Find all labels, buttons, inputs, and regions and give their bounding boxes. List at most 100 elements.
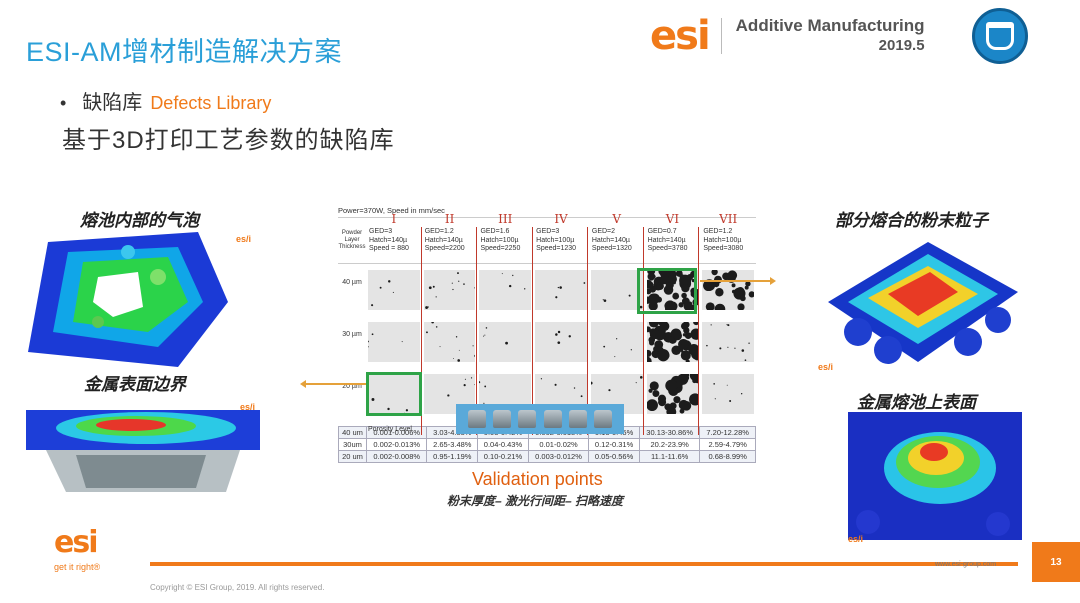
micrograph-row: 40 µm — [338, 264, 756, 316]
porosity-cell: 11.1-11.6% — [638, 450, 701, 463]
sim-image-pool-top — [848, 412, 1022, 540]
micrograph-cell — [646, 322, 699, 362]
column-roman: VII — [719, 212, 738, 226]
brand-block: esi Additive Manufacturing 2019.5 — [650, 16, 925, 56]
footer-logo-text: esi — [54, 525, 98, 560]
micrograph-cell — [368, 270, 420, 310]
row-label: 20 µm — [342, 383, 362, 390]
porosity-cell: 0.003-0.012% — [527, 450, 590, 463]
porosity-cell: 30.13-30.86% — [638, 426, 701, 439]
micrograph-cell — [479, 322, 532, 362]
column-speed: Speed=2250 — [480, 245, 521, 252]
porosity-cell: 0.01-0.02% — [527, 438, 590, 451]
specimen-cylinder — [594, 410, 613, 428]
brand-line1: Additive Manufacturing — [735, 16, 925, 35]
column-hatch: Hatch=140µ — [647, 236, 686, 244]
footer-divider-bar — [150, 562, 1018, 566]
porosity-cell: 0.04-0.43% — [477, 438, 529, 451]
micrograph-cell — [590, 322, 643, 362]
micrograph-cell — [423, 322, 476, 362]
highlight-box-high-porosity — [637, 268, 697, 314]
validation-points-label: Validation points — [472, 469, 603, 489]
row-header-label: Powder Layer Thickness — [338, 230, 366, 250]
parameters-line: 粉末厚度– 激光行间距– 扫略速度 — [447, 494, 624, 508]
arrow-left-icon — [300, 380, 366, 387]
footer-tagline: get it right® — [54, 562, 101, 572]
column-roman: IV — [554, 212, 568, 226]
porosity-cell: 0.002-0.008% — [365, 450, 428, 463]
column-roman: I — [391, 212, 397, 226]
page-number: 13 — [1032, 542, 1080, 582]
sim-image-fused-particles — [818, 232, 1022, 370]
mini-logo: es/i — [240, 402, 256, 412]
porosity-cell: 0.68-8.99% — [699, 450, 756, 463]
column-speed: Speed=3080 — [703, 245, 744, 252]
micrograph-cell — [702, 322, 755, 362]
column-speed: Speed=1230 — [536, 245, 577, 252]
column-roman: V — [612, 212, 622, 226]
micrograph-cell — [702, 374, 755, 414]
column-speed: Speed=1320 — [591, 245, 632, 252]
sim-image-surface — [26, 400, 260, 492]
porosity-layer: 40 um — [338, 426, 367, 439]
porosity-cell: 2.59-4.79% — [699, 438, 756, 451]
micrograph-cell — [702, 270, 755, 310]
micrograph-cell — [479, 270, 532, 310]
column-speed: Speed = 880 — [369, 245, 409, 252]
caption-metal-surface-boundary: 金属表面边界 — [84, 375, 186, 394]
column-roman: II — [444, 212, 455, 226]
footer-copyright: Copyright © ESI Group, 2019. All rights … — [150, 583, 325, 592]
porosity-label: Porosity Level — [368, 426, 412, 433]
column-divider — [698, 227, 700, 435]
specimen-photo — [456, 404, 624, 434]
specimen-cylinder — [467, 410, 486, 428]
porosity-cell: 0.001-0.006% — [365, 426, 428, 439]
porosity-cell: 0.10-0.21% — [477, 450, 529, 463]
slide-title: ESI-AM增材制造解决方案 — [26, 37, 343, 67]
bullet-dot-icon: • — [60, 93, 67, 113]
specimen-cylinder — [518, 410, 537, 428]
bullet-en: Defects Library — [150, 93, 272, 113]
micrograph-cell — [368, 322, 420, 362]
column-ged: GED=3 — [369, 228, 393, 235]
table-row: 20 um 0.002-0.008% 0.95-1.19% 0.10-0.21%… — [338, 450, 756, 463]
bullet-defects-library: • 缺陷库 Defects Library — [60, 86, 271, 115]
micrograph-cell — [535, 270, 587, 310]
column-divider — [476, 227, 478, 435]
column-ged: GED=2 — [591, 228, 616, 235]
column-ged: GED=3 — [536, 228, 560, 235]
porosity-cell: 0.002-0.013% — [365, 438, 428, 451]
row-label: 30 µm — [342, 331, 362, 338]
micrograph-cell — [646, 374, 699, 414]
caption-bubbles-in-pool: 熔池内部的气泡 — [80, 211, 199, 230]
column-divider — [532, 227, 534, 435]
slide-subtitle: 基于3D打印工艺参数的缺陷库 — [62, 127, 395, 154]
sim-image-bubbles — [28, 232, 228, 367]
column-divider — [643, 227, 645, 435]
micrograph-cell — [590, 270, 643, 310]
brand-separator — [720, 18, 722, 54]
defects-table: Power=370W, Speed in mm/sec Powder Layer… — [338, 206, 756, 463]
column-divider — [587, 227, 589, 435]
specimen-cylinder — [568, 410, 587, 428]
mini-logo: es/i — [236, 234, 252, 244]
porosity-cell: 2.65-3.48% — [426, 438, 479, 451]
porosity-cell: 7.20-12.28% — [699, 426, 756, 439]
porosity-cell: 20.2-23.9% — [638, 438, 701, 451]
micrograph-cell — [646, 270, 699, 310]
column-ged: GED=0.7 — [647, 228, 677, 235]
row-label: 40 µm — [342, 279, 362, 286]
mini-logo: es/i — [818, 362, 834, 372]
column-hatch: Hatch=100µ — [536, 236, 575, 244]
micrograph-cell — [368, 374, 420, 414]
column-ged: GED=1.2 — [703, 228, 733, 235]
column-divider — [421, 227, 423, 435]
footer-url: www.esi-group.com — [935, 561, 997, 568]
column-roman: III — [498, 212, 513, 226]
porosity-table: 40 um 0.001-0.006% 3.03-4.83% 0.03-0.42%… — [338, 426, 756, 463]
